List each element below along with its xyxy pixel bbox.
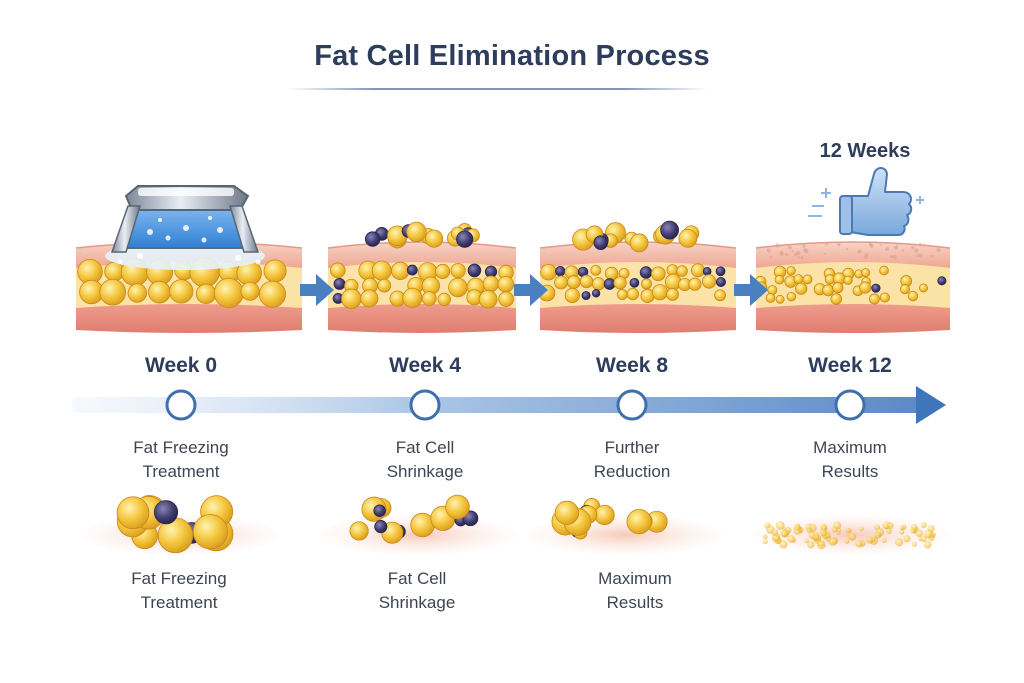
timeline-node-4 [834, 389, 866, 421]
flow-arrow-1 [300, 274, 334, 306]
flow-arrows [300, 274, 768, 306]
timeline-arrowhead [916, 386, 946, 424]
flow-arrow-3 [734, 274, 768, 306]
week-label-0: Week 0 [145, 354, 217, 377]
cryo-device-icon [105, 185, 265, 270]
page-title: Fat Cell Elimination Process [314, 40, 710, 72]
title-underline [288, 88, 708, 90]
timeline-node-2 [409, 389, 441, 421]
week-label-12: Week 12 [808, 354, 892, 377]
timeline [72, 386, 946, 424]
fat-pile-1 [82, 494, 278, 555]
tissue-panel-4 [754, 241, 951, 333]
badge-label: 12 Weeks [819, 140, 911, 162]
week-label-4: Week 4 [389, 354, 461, 377]
tissue-panels [75, 220, 951, 333]
week-label-8: Week 8 [596, 354, 668, 377]
fat-pile-2 [320, 494, 516, 555]
fat-pile-3 [527, 498, 723, 555]
tissue-panel-3 [538, 220, 737, 333]
fat-pile-4 [752, 515, 948, 555]
timeline-node-1 [165, 389, 197, 421]
tissue-panel-2 [327, 221, 517, 333]
thumbs-up-icon [808, 167, 924, 236]
fat-cell-piles [82, 494, 948, 555]
timeline-node-3 [616, 389, 648, 421]
flow-arrow-2 [514, 274, 548, 306]
